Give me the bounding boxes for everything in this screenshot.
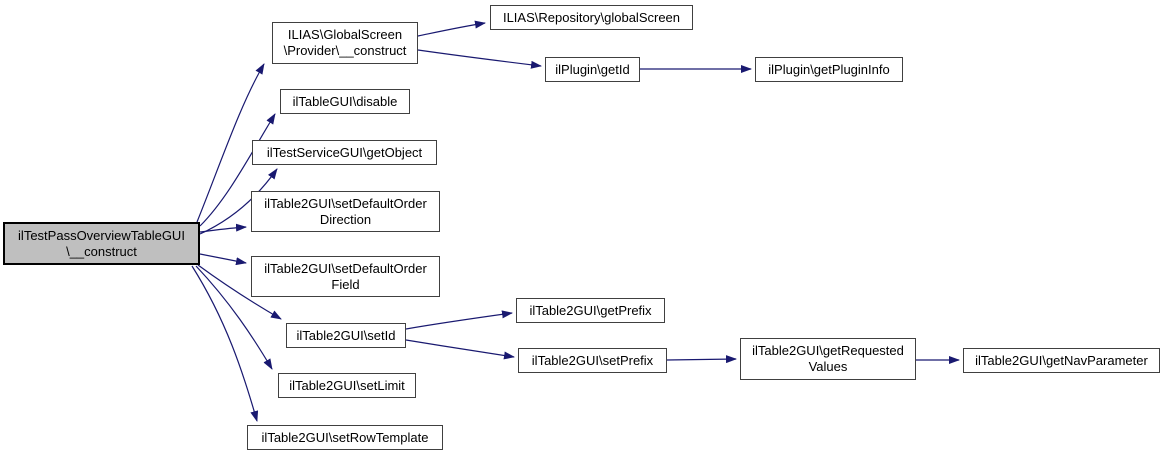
graph-node-test-pass-overview-construct[interactable]: ilTestPassOverviewTableGUI\__construct [3,222,200,265]
graph-node-plugin-getid[interactable]: ilPlugin\getId [545,57,640,82]
edge-test-pass-overview-construct--table2gui-setrowtemplate [191,265,259,422]
node-label-line: ilTestPassOverviewTableGUI [18,227,185,243]
node-label-line: ilTestServiceGUI\getObject [266,144,423,160]
node-label-line: ilTable2GUI\setLimit [289,377,405,393]
graph-node-testservicegui-getobject[interactable]: ilTestServiceGUI\getObject [252,140,437,165]
graph-node-tablegui-disable[interactable]: ilTableGUI\disable [280,89,410,114]
node-label-line: \Provider\__construct [283,43,407,58]
node-label-line: ilTable2GUI\setDefaultOrder [264,195,427,211]
edge-globalscreen-provider-construct--repository-globalscreen [417,20,486,37]
edge-globalscreen-provider-construct--plugin-getid [417,49,542,69]
node-label-line: Direction [319,211,372,227]
graph-node-table2gui-setid[interactable]: ilTable2GUI\setId [286,323,406,348]
edge-group [191,20,960,422]
node-label-line: ilTable2GUI\setId [296,327,396,343]
graph-node-table2gui-getnavparameter[interactable]: ilTable2GUI\getNavParameter [963,348,1160,373]
node-label-line: ilTable2GUI\getPrefix [529,302,652,318]
graph-node-repository-globalscreen[interactable]: ILIAS\Repository\globalScreen [490,5,693,30]
graph-node-table2gui-setprefix[interactable]: ilTable2GUI\setPrefix [518,348,667,373]
node-label-line: \__construct [66,243,137,259]
graph-node-table2gui-setlimit[interactable]: ilTable2GUI\setLimit [278,373,416,398]
node-label-line: Field [331,276,360,292]
edge-test-pass-overview-construct--table2gui-setlimit [195,265,273,370]
edge-test-pass-overview-construct--table2gui-setdefaultorderdirection [199,223,247,233]
node-label-line: Values [808,359,848,374]
node-label-line: ilPlugin\getId [555,61,630,77]
node-label-line: ilTable2GUI\setRowTemplate [261,429,429,445]
node-label-line: ilTable2GUI\getRequested [752,343,904,358]
graph-node-table2gui-setrowtemplate[interactable]: ilTable2GUI\setRowTemplate [247,425,443,450]
edge-table2gui-setid--table2gui-getprefix [405,310,513,330]
graph-node-globalscreen-provider-construct[interactable]: ILIAS\GlobalScreen\Provider\__construct [272,22,418,64]
edge-test-pass-overview-construct--table2gui-setdefaultorderfield [199,253,247,266]
graph-node-table2gui-getprefix[interactable]: ilTable2GUI\getPrefix [516,298,665,323]
edge-table2gui-setid--table2gui-setprefix [405,339,515,360]
node-label-line: ilTable2GUI\setPrefix [531,352,654,368]
graph-node-plugin-getplugininfo[interactable]: ilPlugin\getPluginInfo [755,57,903,82]
edge-table2gui-setprefix--table2gui-getrequestedvalues [666,355,737,364]
edge-test-pass-overview-construct--tablegui-disable [199,113,276,227]
node-label-line: ilTableGUI\disable [292,93,398,109]
node-label-line: ILIAS\Repository\globalScreen [502,9,681,25]
node-label-line: ilTable2GUI\getNavParameter [975,352,1148,368]
node-label-line: ILIAS\GlobalScreen [287,27,403,42]
edge-test-pass-overview-construct--globalscreen-provider-construct [196,63,265,223]
edge-test-pass-overview-construct--table2gui-setid [197,264,282,320]
edge-test-pass-overview-construct--testservicegui-getobject [199,168,278,235]
node-label-line: ilTable2GUI\setDefaultOrder [264,260,427,276]
node-label-line: ilPlugin\getPluginInfo [768,61,890,77]
